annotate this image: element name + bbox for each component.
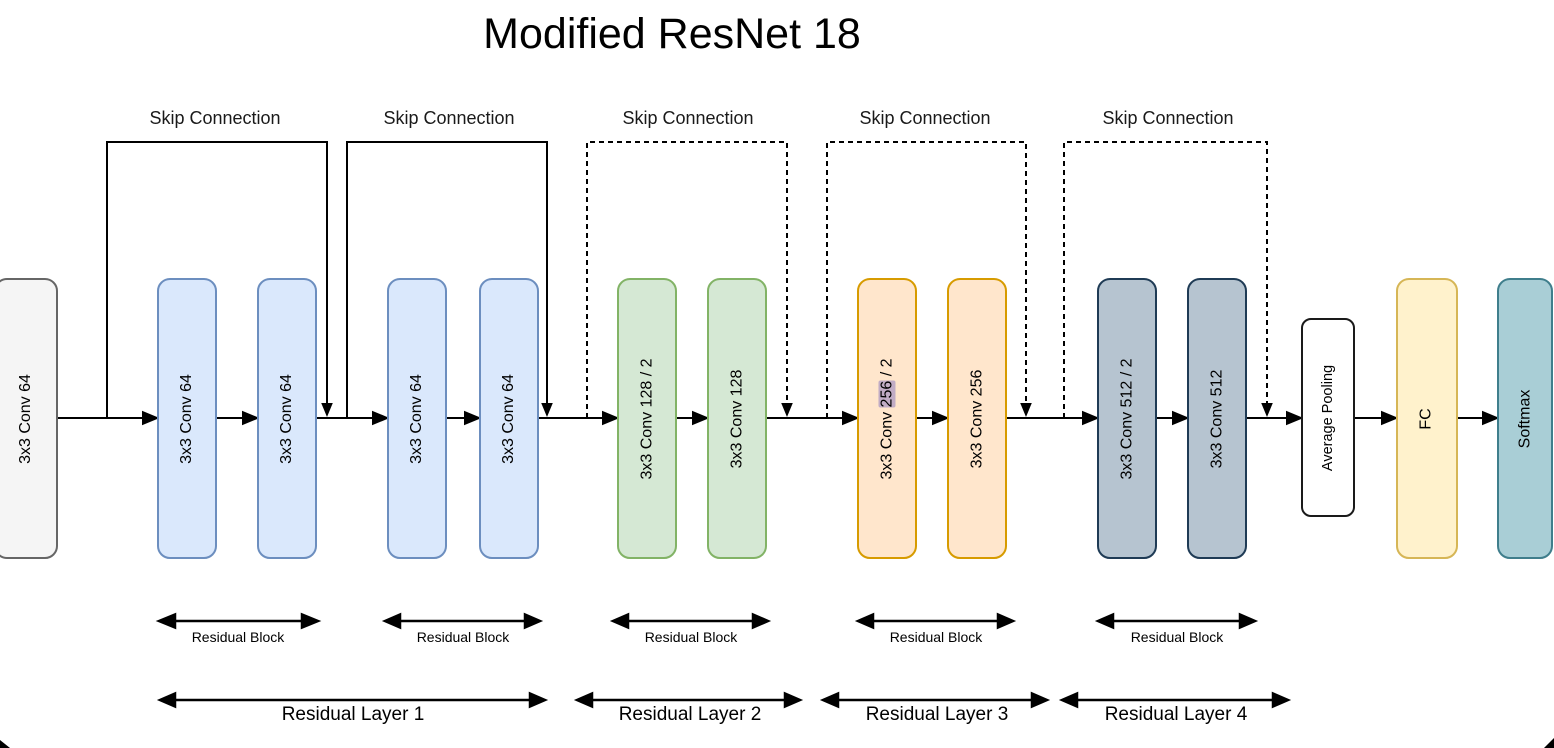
residual-layer-span-arrows: [156, 691, 1292, 709]
selected-text-highlight: 256: [878, 380, 896, 407]
block-label: 3x3 Conv 256 / 2: [878, 358, 896, 479]
cropped-arrowhead-left: [0, 740, 10, 748]
residual-layer-label-1: Residual Layer 1: [281, 704, 425, 725]
residual-layer-label-4: Residual Layer 4: [1104, 704, 1248, 725]
skip-connection-3-line: [586, 141, 793, 418]
cropped-arrowhead-right: [1544, 738, 1554, 748]
residual-block-label-3: Residual Block: [644, 629, 738, 645]
residual-layer-label-3: Residual Layer 3: [865, 704, 1009, 725]
block-label: 3x3 Conv 512: [1208, 369, 1226, 468]
layer1-conv-block-1: 3x3 Conv 64: [157, 278, 217, 559]
residual-block-label-4: Residual Block: [889, 629, 983, 645]
residual-block-span-arrows: [155, 612, 1259, 630]
skip-connection-label-2: Skip Connection: [383, 108, 515, 128]
softmax-block: Softmax: [1497, 278, 1553, 559]
block-label: 3x3 Conv 128: [728, 369, 746, 468]
skip-connection-2-line: [346, 141, 553, 418]
layer1-conv-block-4: 3x3 Conv 64: [479, 278, 539, 559]
block-label: Average Pooling: [1320, 364, 1336, 471]
skip-connection-4-line: [826, 141, 1032, 418]
block-label: 3x3 Conv 64: [278, 373, 295, 464]
residual-block-label-2: Residual Block: [416, 629, 510, 645]
layer3-conv-block-1: 3x3 Conv 256 / 2: [857, 278, 917, 559]
residual-block-label-1: Residual Block: [191, 629, 285, 645]
layer4-conv-block-1: 3x3 Conv 512 / 2: [1097, 278, 1157, 559]
diagram-title: Modified ResNet 18: [483, 10, 861, 58]
block-label: 3x3 Conv 64: [17, 373, 34, 464]
skip-connection-label-4: Skip Connection: [859, 108, 991, 128]
block-label: 3x3 Conv 512 / 2: [1118, 358, 1135, 479]
skip-connection-label-1: Skip Connection: [149, 108, 281, 128]
skip-connection-5-line: [1063, 141, 1273, 418]
block-label: 3x3 Conv 128 / 2: [638, 358, 655, 479]
block-label: 3x3 Conv 256: [968, 369, 986, 468]
input-conv-block: 3x3 Conv 64: [0, 278, 58, 559]
layer3-conv-block-2: 3x3 Conv 256: [947, 278, 1007, 559]
residual-block-label-5: Residual Block: [1130, 629, 1224, 645]
average-pooling-block: Average Pooling: [1301, 318, 1355, 517]
layer1-conv-block-3: 3x3 Conv 64: [387, 278, 447, 559]
layer4-conv-block-2: 3x3 Conv 512: [1187, 278, 1247, 559]
block-label: 3x3 Conv 64: [178, 373, 195, 464]
residual-layer-label-2: Residual Layer 2: [618, 704, 762, 725]
skip-connection-label-3: Skip Connection: [622, 108, 754, 128]
layer2-conv-block-2: 3x3 Conv 128: [707, 278, 767, 559]
skip-connection-1-line: [106, 141, 333, 418]
block-label: 3x3 Conv 64: [408, 373, 425, 464]
skip-connection-label-5: Skip Connection: [1102, 108, 1234, 128]
block-label: 3x3 Conv 64: [500, 373, 517, 464]
layer2-conv-block-1: 3x3 Conv 128 / 2: [617, 278, 677, 559]
layer1-conv-block-2: 3x3 Conv 64: [257, 278, 317, 559]
main-flow-arrows: [58, 410, 1500, 426]
block-label: FC: [1417, 407, 1435, 430]
block-label: Softmax: [1516, 389, 1533, 448]
fc-block: FC: [1396, 278, 1458, 559]
